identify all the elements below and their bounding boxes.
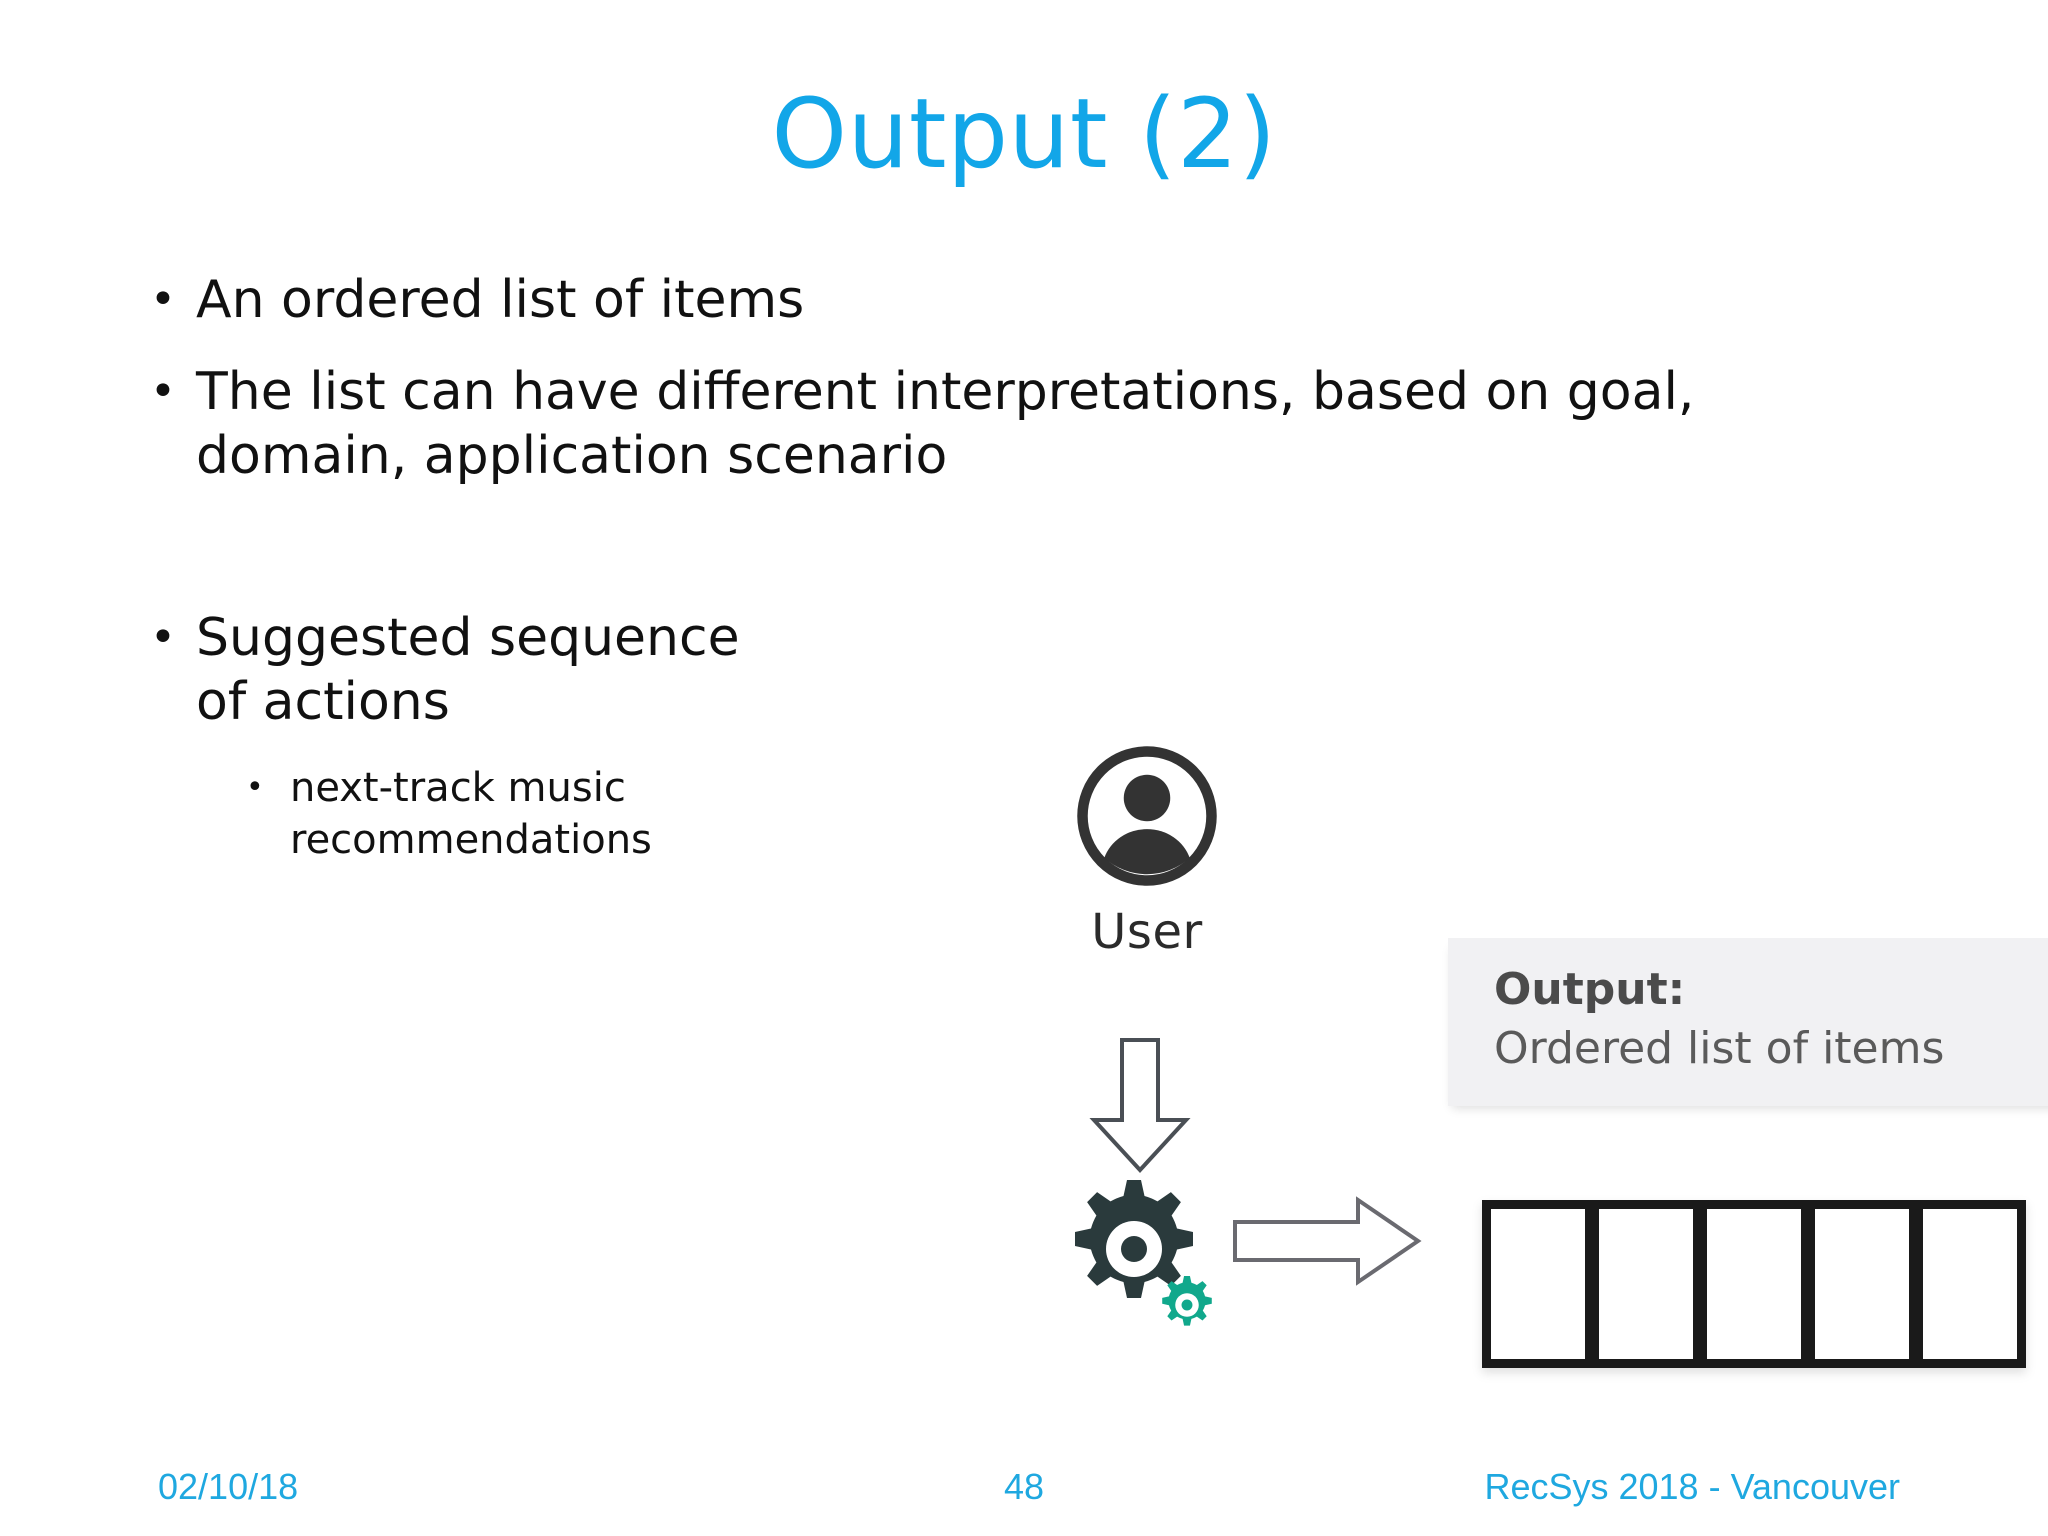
list-cell-4 [1806, 1200, 1918, 1368]
bullet-text-2: The list can have different interpretati… [196, 362, 1695, 486]
arrow-right-icon [1232, 1196, 1422, 1286]
page-title: Output (2) [771, 78, 1277, 190]
bullet-marker-icon: • [150, 612, 176, 663]
sub-bullet-text-1: next-track music recommendations [290, 765, 652, 863]
bullet-marker-icon: • [150, 274, 176, 325]
user-avatar-icon [1022, 736, 1272, 896]
list-cell-3 [1698, 1200, 1810, 1368]
recommender-node: Recommender [1022, 1180, 1302, 1370]
sub-bullet-marker-icon: • [246, 770, 264, 805]
ordered-list-strip [1482, 1200, 2026, 1368]
list-cell-5 [1914, 1200, 2026, 1368]
bullet-marker-icon: • [150, 366, 176, 417]
footer-page-number: 48 [1003, 1466, 1045, 1507]
sub-list-item: • next-track music recommendations [246, 762, 1850, 866]
small-gear-icon [1162, 1276, 1212, 1326]
footer-event: RecSys 2018 - Vancouver [1484, 1466, 1900, 1507]
list-cell-1 [1482, 1200, 1594, 1368]
list-item: • An ordered list of items [150, 268, 1850, 332]
footer-date: 02/10/18 [158, 1466, 299, 1507]
list-item: • The list can have different interpreta… [150, 360, 1850, 488]
output-callout-title: Output: [1494, 964, 1686, 1015]
output-callout: Output: Ordered list of items [1448, 938, 2048, 1106]
output-callout-subtitle: Ordered list of items [1494, 1023, 1945, 1074]
user-label: User [1091, 904, 1203, 960]
user-node: User [1022, 736, 1272, 960]
arrow-down-icon [1085, 1036, 1195, 1176]
gear-icon [1075, 1180, 1193, 1298]
slide-body: • An ordered list of items • The list ca… [150, 268, 1850, 866]
list-item: • Suggested sequence of actions [150, 606, 1850, 734]
bullet-group-lower: • Suggested sequence of actions • next-t… [150, 606, 1850, 866]
bullet-text-3: Suggested sequence of actions [196, 608, 740, 732]
bullet-text-1: An ordered list of items [196, 270, 805, 330]
list-cell-2 [1590, 1200, 1702, 1368]
